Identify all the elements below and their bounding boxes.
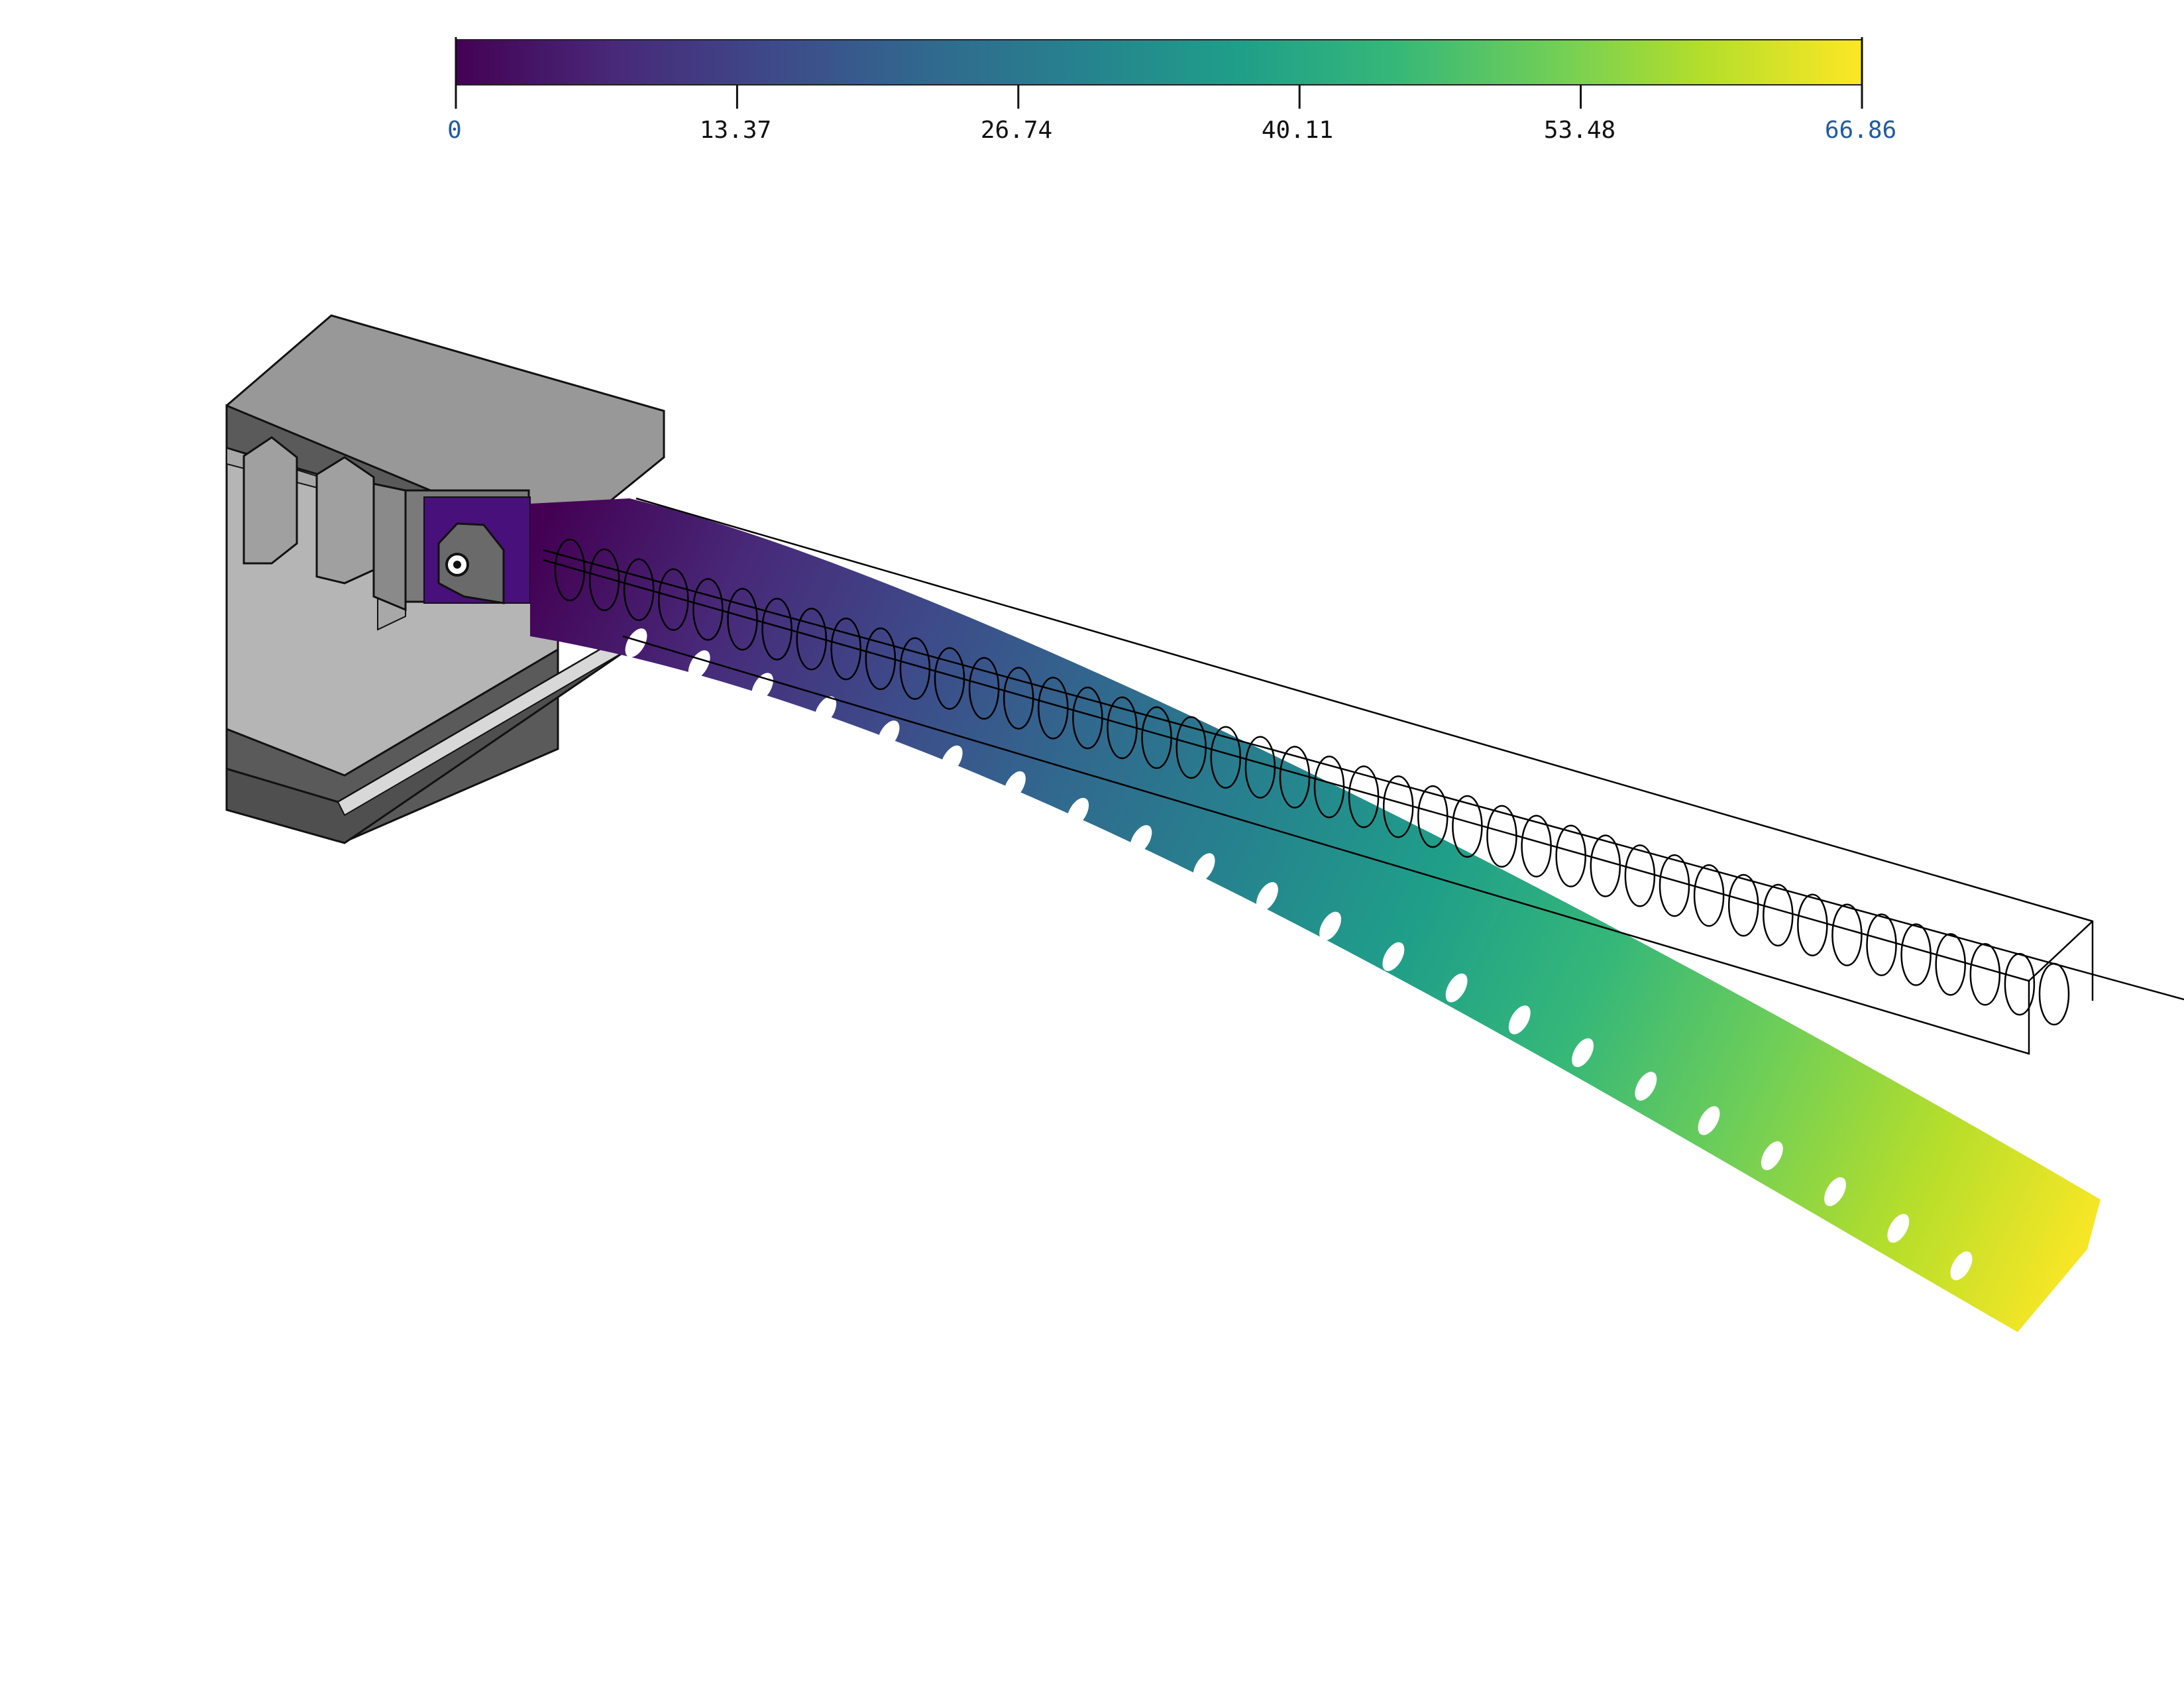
beam-hole <box>940 745 963 775</box>
beam-hole <box>1256 882 1278 911</box>
beam-hole <box>877 720 900 750</box>
wireframe-bottom-edge <box>543 559 2030 1055</box>
wireframe-ring <box>1624 844 1656 907</box>
wireframe-ring <box>1003 667 1034 730</box>
beam-hole <box>1950 1251 1973 1280</box>
undeformed-wireframe <box>543 497 2184 1055</box>
wireframe-ring <box>1590 834 1621 897</box>
wireframe-ring <box>1072 687 1103 750</box>
beam-hole <box>1761 1141 1783 1170</box>
wireframe-end-cap <box>2028 921 2093 982</box>
colorbar-tick-3: 40.11 <box>1261 117 1334 144</box>
colorbar-labels: 0 13.37 26.74 40.11 53.48 66.86 <box>0 0 2184 172</box>
colorbar-tick-4: 53.48 <box>1543 117 1616 144</box>
beam-hole <box>1003 771 1026 801</box>
beam-hole <box>1698 1106 1720 1135</box>
wireframe-rings <box>554 538 2070 1026</box>
deformed-beam <box>530 498 2101 1332</box>
fixture-clamp <box>225 314 665 844</box>
colorbar <box>455 37 1863 109</box>
beam-hole <box>1887 1213 1910 1243</box>
wireframe-ring <box>1382 775 1414 838</box>
beam-hole <box>625 628 647 657</box>
wireframe-ring <box>692 578 724 641</box>
beam-hole <box>1130 825 1152 854</box>
beam-hole <box>1319 911 1342 941</box>
wireframe-center-axis <box>543 549 2184 1001</box>
wireframe-ring <box>1900 923 1932 986</box>
wireframe-ring <box>623 558 655 622</box>
fixture-rib-1 <box>243 436 298 565</box>
fixture-rib-3 <box>372 482 407 612</box>
colorbar-gradient <box>455 39 1863 85</box>
wireframe-ring <box>899 637 931 701</box>
wireframe-ring <box>968 657 1000 720</box>
colorbar-tick-0: 0 <box>447 117 462 144</box>
colorbar-tick-2: 26.74 <box>980 117 1053 144</box>
beam-hole <box>1067 797 1089 827</box>
wireframe-ring <box>1935 933 1966 996</box>
wireframe-ring <box>1107 696 1138 760</box>
wireframe-ring <box>1797 893 1828 957</box>
wireframe-ring <box>1141 706 1172 769</box>
wireframe-ring <box>1038 677 1069 740</box>
wireframe-ring <box>658 568 689 631</box>
wireframe-ring <box>1313 756 1345 818</box>
wireframe-ring <box>796 607 827 671</box>
wireframe-ring <box>1555 824 1586 887</box>
wireframe-ring <box>1210 726 1242 789</box>
wireframe-ring <box>1969 942 2001 1006</box>
beam-hole <box>1824 1177 1846 1206</box>
beam-hole <box>1193 853 1215 882</box>
colorbar-ticks <box>455 37 1863 109</box>
wireframe-ring <box>727 588 758 651</box>
wireframe-ring <box>2004 952 2036 1016</box>
wireframe-ring <box>934 647 965 710</box>
beam-hole <box>1508 1005 1531 1035</box>
colorbar-tick-5: 66.86 <box>1824 117 1897 144</box>
wireframe-ring <box>1521 815 1552 877</box>
beam-hole <box>1445 973 1468 1003</box>
wireframe-ring <box>1452 795 1483 858</box>
fixture-socket-plug <box>437 522 505 604</box>
wireframe-ring <box>865 627 897 691</box>
beam-hole <box>1382 942 1405 972</box>
beam-hole <box>1635 1072 1657 1101</box>
beam-hole <box>1572 1038 1594 1068</box>
wireframe-ring <box>1693 864 1725 927</box>
wireframe-ring <box>1279 746 1311 809</box>
wireframe-ring <box>588 548 620 612</box>
wireframe-ring <box>1417 785 1448 848</box>
colorbar-tick-1: 13.37 <box>699 117 772 144</box>
wireframe-ring <box>1175 716 1207 779</box>
wireframe-ring <box>1763 883 1794 947</box>
wireframe-ring <box>761 598 792 661</box>
wireframe-ring <box>554 538 586 602</box>
beam-hole <box>814 696 837 726</box>
wireframe-ring <box>1659 854 1690 917</box>
wireframe-ring <box>1244 736 1276 799</box>
fixture-socket-eye-inner <box>453 561 461 569</box>
wireframe-ring <box>2038 962 2070 1026</box>
wireframe-ring <box>1348 765 1380 828</box>
wireframe-ring <box>1486 805 1517 868</box>
beam-holes <box>625 628 1973 1280</box>
wireframe-ring <box>1727 873 1759 937</box>
wireframe-ring <box>1831 903 1863 966</box>
wireframe-ring <box>1866 913 1897 976</box>
fixture-rib-2 <box>315 456 375 585</box>
wireframe-ring <box>830 617 861 681</box>
